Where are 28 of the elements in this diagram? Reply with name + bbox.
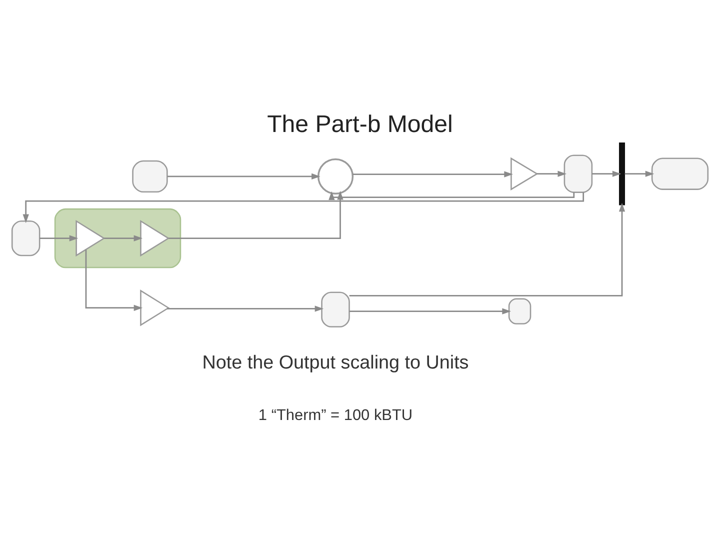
node-box — [321, 291, 350, 327]
node-triangle — [76, 219, 106, 256]
arrow — [349, 308, 511, 314]
node-box — [508, 298, 532, 324]
arrow — [85, 249, 143, 310]
node-triangle — [140, 289, 170, 326]
node-triangle — [510, 156, 538, 190]
arrow — [22, 192, 584, 223]
arrow — [592, 170, 622, 176]
diagram-title: The Part-b Model — [267, 110, 453, 138]
node-box — [651, 157, 709, 190]
arrow — [40, 234, 78, 241]
arrow — [349, 202, 626, 296]
node-triangle — [140, 219, 170, 256]
arrow — [104, 234, 143, 241]
node-box — [11, 220, 40, 256]
label: Note the Output scaling to Units — [202, 352, 469, 374]
arrow — [167, 305, 324, 312]
node-box — [564, 154, 593, 192]
node-box — [132, 160, 168, 192]
arrow — [536, 170, 566, 176]
arrow — [352, 170, 513, 177]
node-bar — [619, 142, 625, 205]
arrow — [624, 170, 654, 176]
arrow — [167, 172, 320, 180]
label: 1 “Therm” = 100 kBTU — [258, 406, 413, 424]
node-circle — [317, 158, 354, 194]
cluster — [54, 208, 182, 268]
